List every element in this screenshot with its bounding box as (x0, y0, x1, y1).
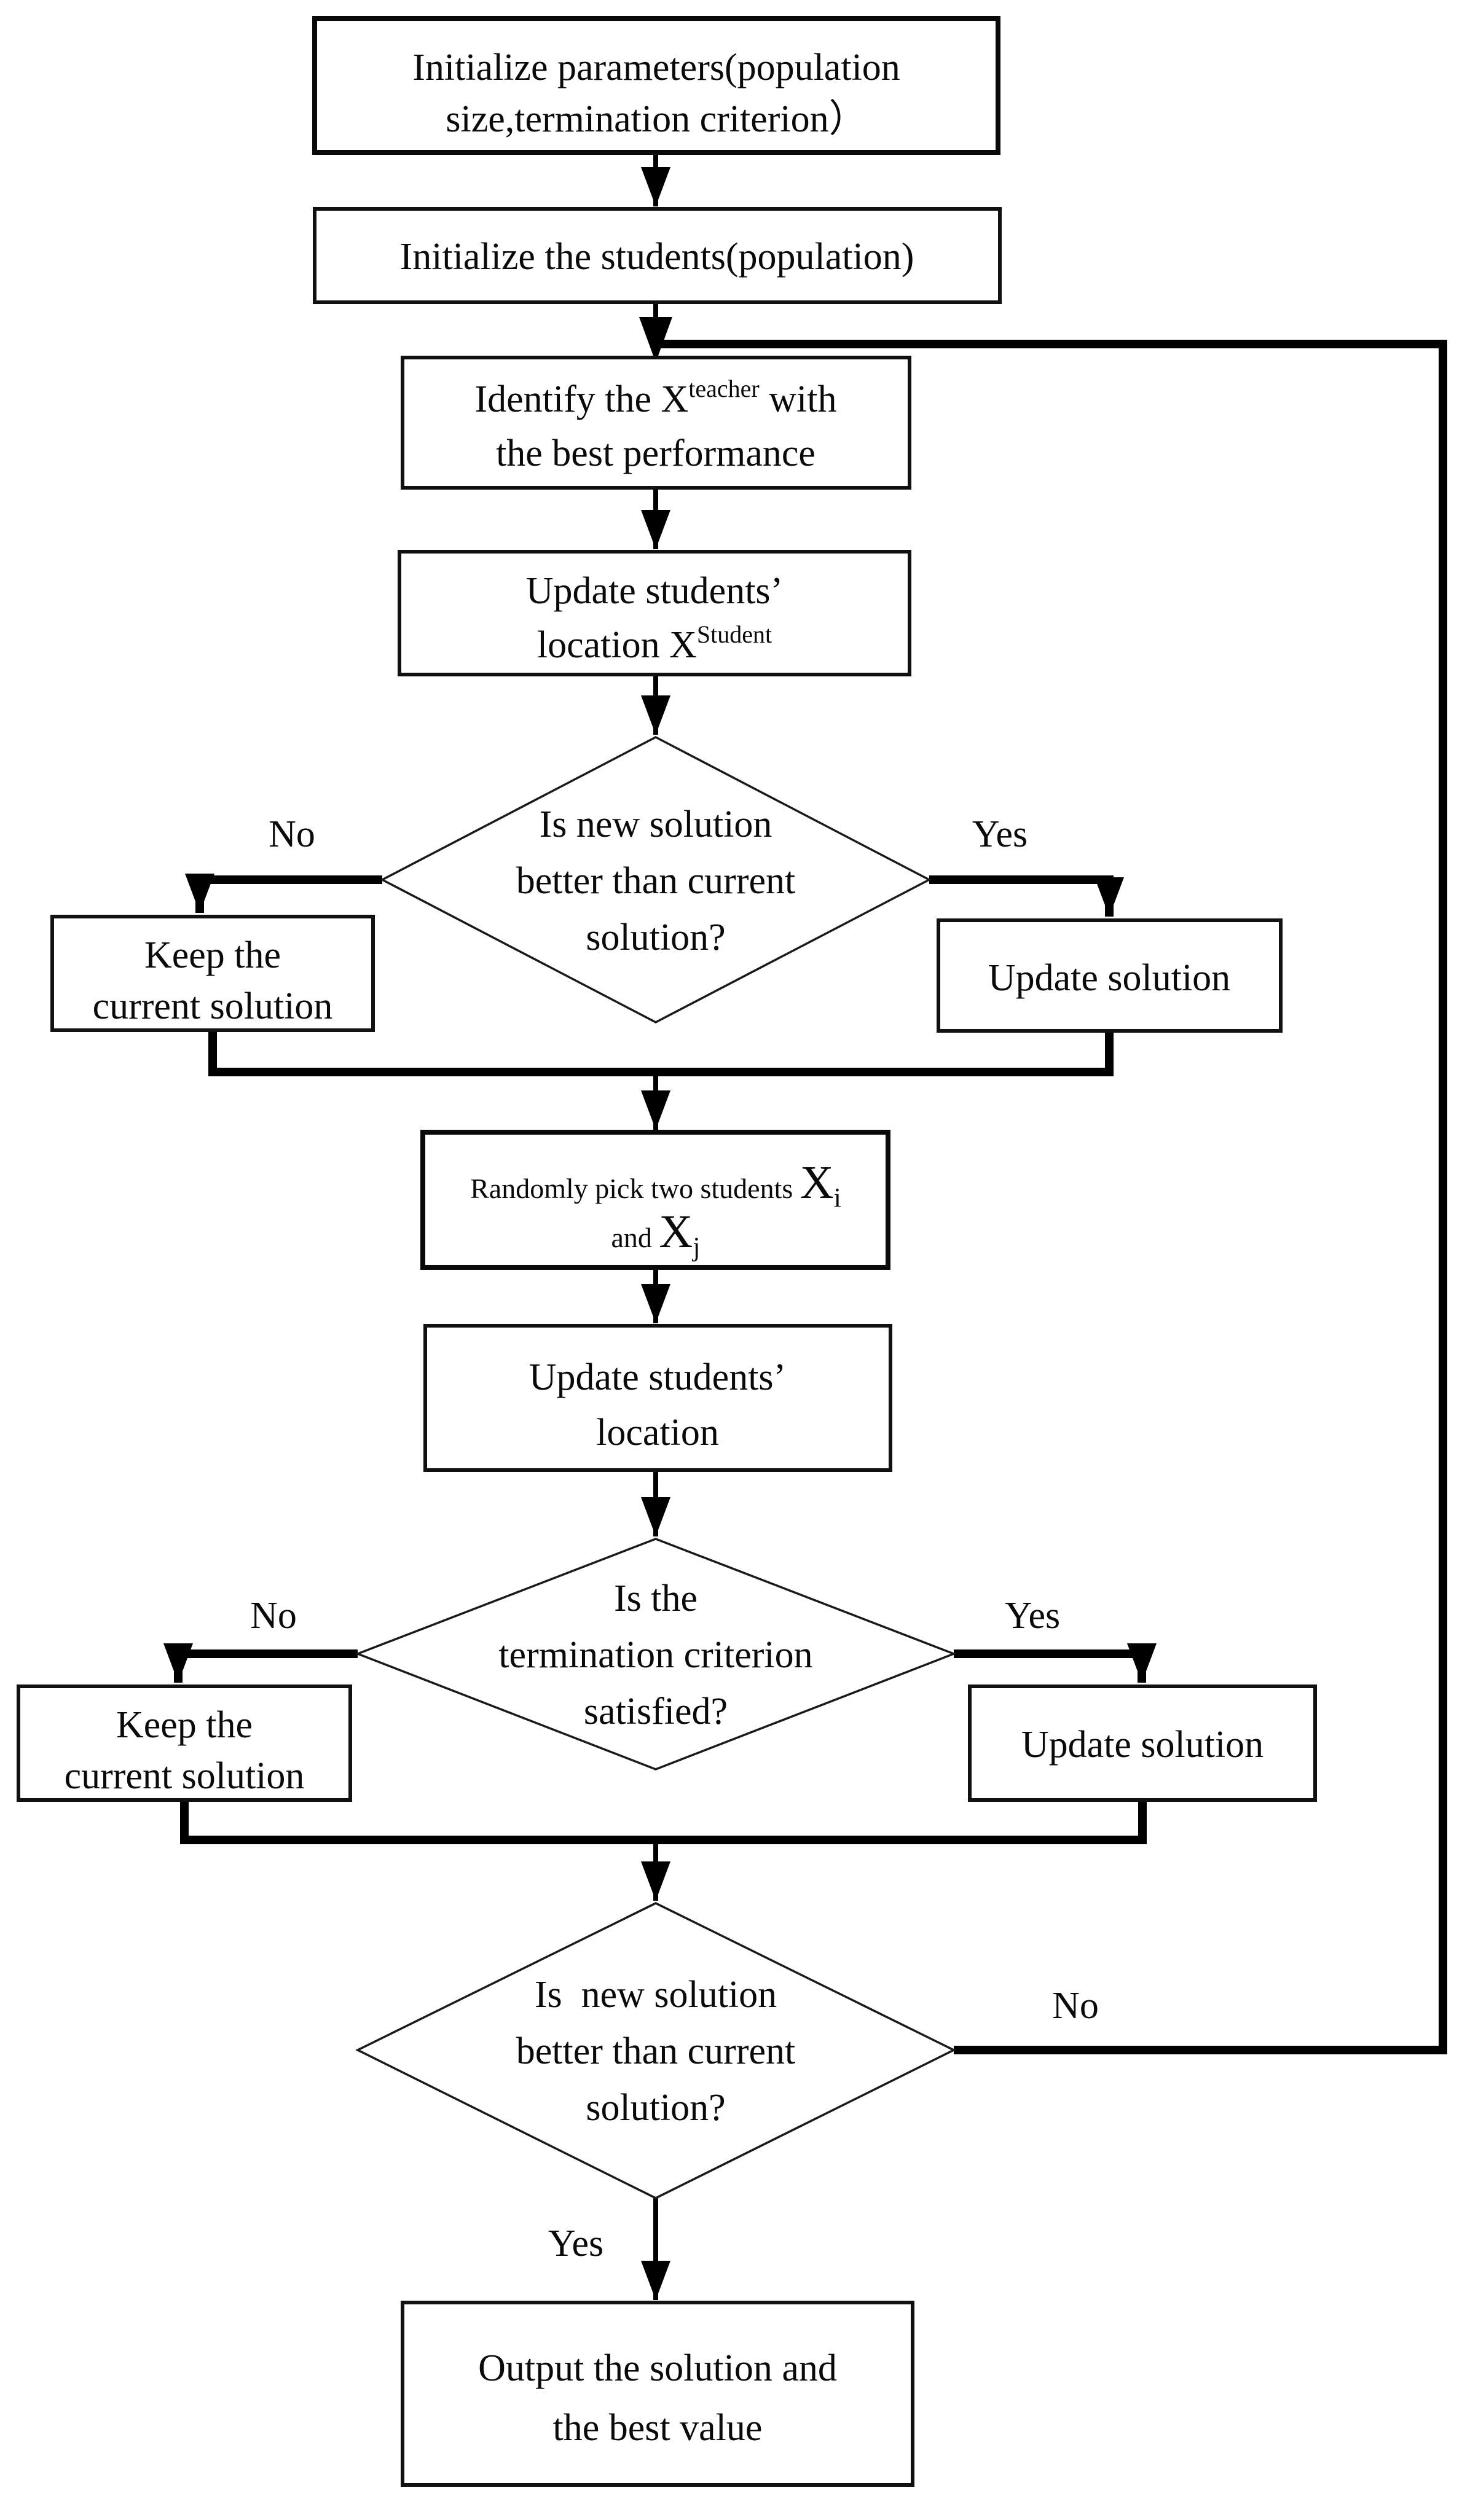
x-j-symbol: X (659, 1206, 693, 1258)
merge-line-2 (180, 1800, 1147, 1844)
yes-label-2: Yes (1005, 1595, 1060, 1637)
process-box-init-params (312, 16, 1000, 155)
process-box-update-students-teacher (398, 550, 911, 676)
process-box-update-location (423, 1324, 892, 1472)
decision2-no-elbow (163, 1643, 358, 1683)
decision1-yes-elbow (929, 875, 1124, 917)
identify-teacher-text-line2: the best performance (496, 432, 815, 474)
x-i-symbol: X (800, 1157, 834, 1208)
process-box-update-solution-1 (937, 918, 1283, 1033)
decision-diamond-2 (355, 1538, 957, 1771)
process-box-keep-current-2 (17, 1685, 352, 1802)
no-label-1: No (269, 813, 315, 855)
decision1-text-line1: Is new solution (540, 804, 772, 845)
update-solution1-text: Update solution (988, 957, 1230, 999)
init-params-text-line1: Initialize parameters(population (412, 47, 900, 88)
update-students-teacher-line2: location XStudent (537, 620, 772, 666)
sup-student: Student (697, 620, 772, 648)
update-location-line2: location (596, 1412, 719, 1454)
junction-arrowhead (639, 317, 672, 362)
decision1-no-elbow (185, 874, 382, 913)
decision3-text-line3: solution? (586, 2087, 725, 2129)
sub-j: j (691, 1232, 700, 1262)
output-line1: Output the solution and (478, 2347, 837, 2389)
decision2-yes-elbow (954, 1643, 1157, 1683)
update-location-line1: Update students’ (529, 1356, 786, 1398)
process-box-init-students (313, 207, 1002, 304)
decision3-text-line2: better than current (516, 2030, 795, 2072)
keep-current1-line2: current solution (93, 985, 333, 1027)
process-box-keep-current-1 (50, 915, 375, 1032)
sub-i: i (834, 1183, 841, 1213)
init-students-text: Initialize the students(population) (400, 236, 914, 278)
process-box-identify-teacher (401, 356, 911, 490)
decision3-text-line1: Is new solution (535, 1974, 777, 2016)
keep-current2-line1: Keep the (116, 1704, 253, 1746)
identify-teacher-text-line1: Identify the Xteacher with (475, 375, 837, 420)
random-pick-line2: and Xj (611, 1206, 700, 1262)
decision2-text-line2: termination criterion (498, 1634, 812, 1676)
output-line2: the best value (553, 2407, 763, 2449)
decision1-text-line3: solution? (586, 917, 725, 958)
init-params-text-line2: size,termination criterion） (446, 98, 867, 140)
yes-label-1: Yes (972, 813, 1028, 855)
random-pick-line1: Randomly pick two students Xi (470, 1157, 841, 1213)
feedback-loop-line (658, 340, 1447, 2054)
process-box-output (401, 2301, 914, 2487)
keep-current1-line1: Keep the (144, 934, 281, 976)
update-students-teacher-line1: Update students’ (526, 570, 783, 612)
decision2-text-line3: satisfied? (584, 1691, 728, 1732)
no-label-3: No (1052, 1985, 1099, 2027)
update-solution2-text: Update solution (1021, 1724, 1264, 1766)
process-box-update-solution-2 (968, 1685, 1317, 1802)
process-box-random-pick (420, 1130, 890, 1270)
merge-line-1 (208, 1030, 1114, 1076)
no-label-2: No (250, 1595, 297, 1637)
decision2-text-line1: Is the (614, 1578, 698, 1619)
yes-label-3: Yes (548, 2223, 603, 2264)
decision-diamond-3 (355, 1902, 956, 2199)
keep-current2-line2: current solution (65, 1755, 305, 1797)
sup-teacher: teacher (688, 375, 759, 402)
decision1-text-line2: better than current (516, 860, 795, 902)
decision-diamond-1 (380, 736, 932, 1023)
